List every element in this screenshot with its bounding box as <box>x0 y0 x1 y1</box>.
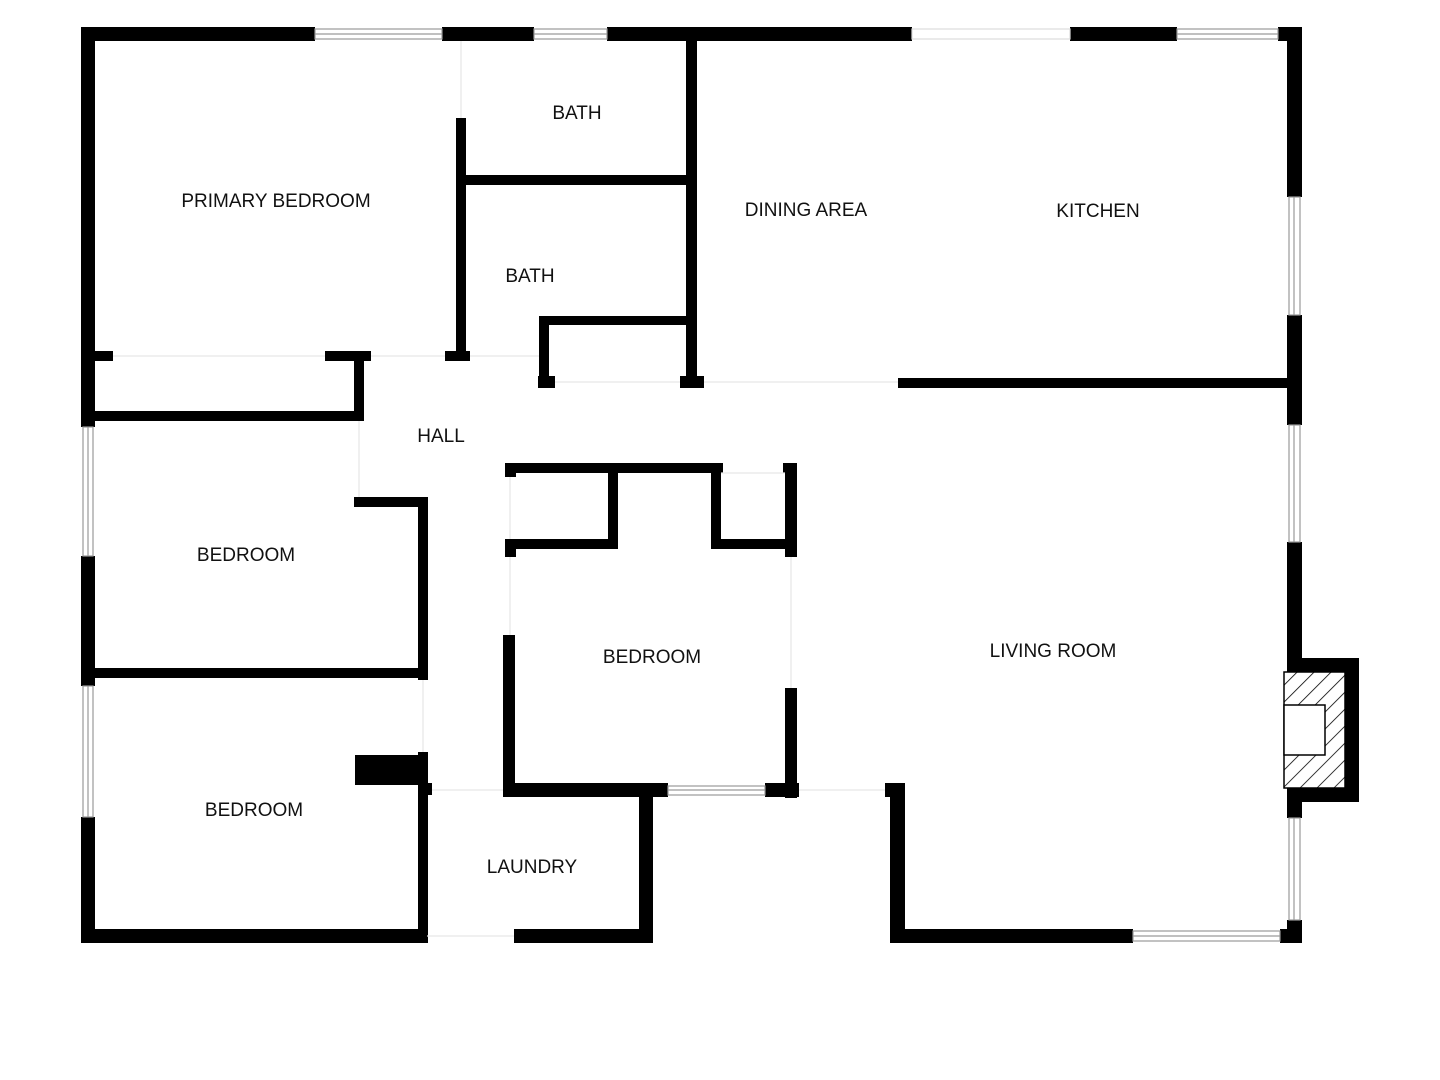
wall-bottom-2 <box>514 929 653 943</box>
wall-bed-center-bottom-1 <box>503 783 668 797</box>
wall-left-2 <box>81 556 95 686</box>
wall-primary-bath <box>456 118 466 358</box>
wall-laundry-right <box>639 783 653 943</box>
wall-hall-west <box>418 497 428 680</box>
wall-closet-bottom-2 <box>711 539 797 549</box>
wall-bath2-closet-top <box>539 316 696 325</box>
openings <box>113 41 898 937</box>
wall-left-1 <box>81 27 95 427</box>
wall-closet-div-1 <box>608 463 618 549</box>
wall-top-4 <box>1070 27 1177 41</box>
wall-primary-closet-2 <box>325 351 371 361</box>
wall-bed-center-bottom-2 <box>765 783 799 797</box>
wall-bath-split <box>456 175 696 185</box>
wall-left-3 <box>81 817 95 943</box>
room-label-bath-middle: BATH <box>505 266 554 287</box>
wall-closet-right <box>354 351 364 421</box>
wall-bed-center-right <box>785 688 797 798</box>
wall-laundry-stub <box>418 783 432 795</box>
wall-closet-left-stub <box>505 463 516 477</box>
wall-hall-stub <box>354 497 428 507</box>
windows <box>82 28 1301 942</box>
room-labels: PRIMARY BEDROOM BATH BATH DINING AREA KI… <box>181 103 1139 878</box>
wall-top-1 <box>81 27 315 41</box>
wall-right-2 <box>1287 315 1302 425</box>
wall-bottom-1 <box>81 929 427 943</box>
room-label-bedroom-southwest: BEDROOM <box>205 800 303 821</box>
wall-primary-closet-1 <box>81 351 113 361</box>
wall-top-2 <box>442 27 534 41</box>
room-label-bath-top: BATH <box>552 103 601 124</box>
wall-stub-a <box>538 376 555 388</box>
wall-bath-dining <box>686 27 697 387</box>
room-label-laundry: LAUNDRY <box>487 857 578 878</box>
window <box>911 28 1071 40</box>
wall-closet-left-lower <box>505 539 516 557</box>
wall-kitchen-living <box>898 378 1293 388</box>
room-label-kitchen: KITCHEN <box>1056 201 1139 222</box>
wall-stub-b <box>680 376 704 388</box>
closet-block <box>355 755 420 785</box>
wall-primary-closet-3 <box>445 351 470 361</box>
wall-bed-center-left <box>503 635 515 793</box>
wall-hall-west-lower <box>418 752 428 943</box>
wall-closet-div-2 <box>711 463 721 549</box>
wall-right-5 <box>1287 920 1302 943</box>
fireplace-wall-top <box>1287 658 1359 672</box>
wall-right-3 <box>1287 542 1302 672</box>
wall-living-left <box>890 783 905 943</box>
wall-closet-bottom <box>81 411 364 421</box>
wall-top-3 <box>607 27 912 41</box>
room-label-hall: HALL <box>417 426 465 447</box>
room-label-dining-area: DINING AREA <box>745 200 868 221</box>
wall-bath2-closet-side <box>539 316 549 386</box>
room-label-bedroom-center: BEDROOM <box>603 647 701 668</box>
wall-closet-right <box>785 463 797 557</box>
fireplace-wall-right <box>1345 658 1359 802</box>
walls <box>81 27 1359 943</box>
wall-bottom-3 <box>890 929 1133 943</box>
room-label-primary-bedroom: PRIMARY BEDROOM <box>181 191 370 212</box>
wall-closet-bottom-1 <box>505 539 618 549</box>
wall-right-1 <box>1287 27 1302 197</box>
fireplace-wall-bottom <box>1287 788 1359 802</box>
fireplace-icon <box>1283 671 1346 789</box>
room-label-living-room: LIVING ROOM <box>990 641 1117 662</box>
room-label-bedroom-west: BEDROOM <box>197 545 295 566</box>
wall-bed-west-bottom <box>81 668 428 678</box>
